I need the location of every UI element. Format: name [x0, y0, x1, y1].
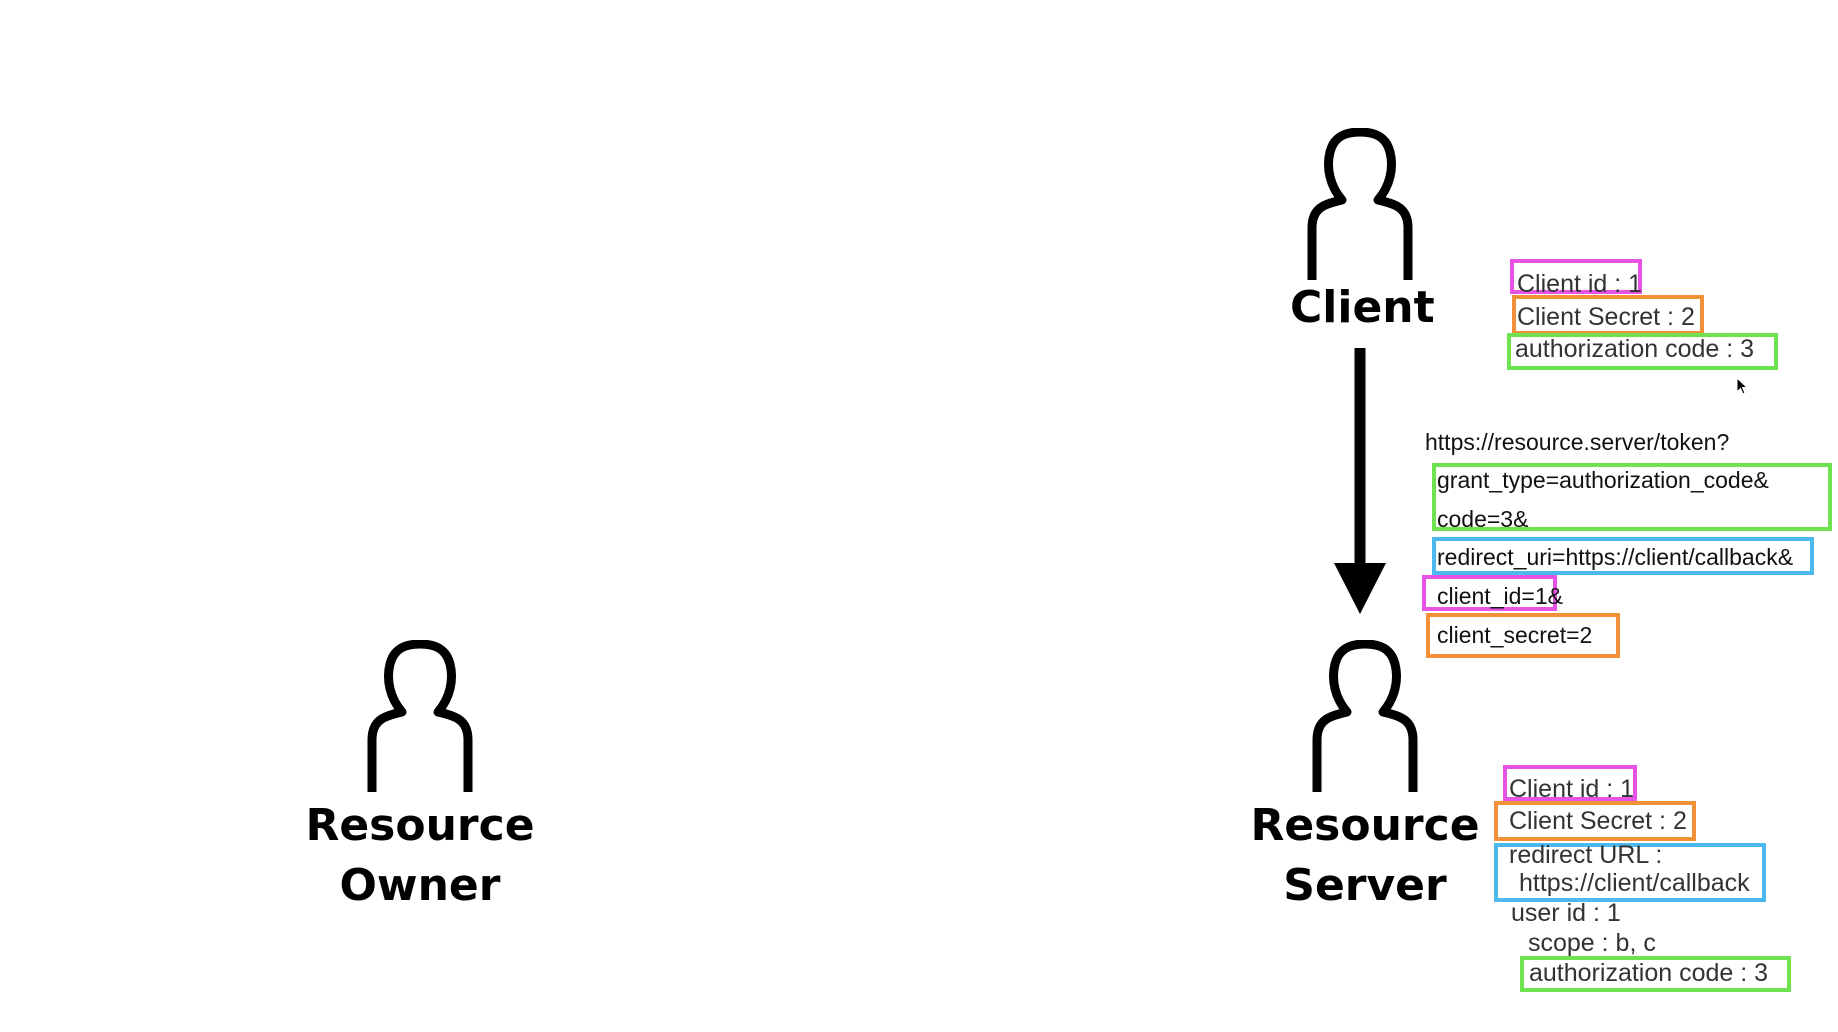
- redirect-uri-text: redirect_uri=https://client/callback&: [1437, 544, 1794, 570]
- grant-type-box: [1432, 463, 1832, 531]
- client-actor: Client: [1290, 128, 1435, 338]
- server-client-id-text: Client id : 1: [1509, 775, 1635, 800]
- person-icon: [1307, 128, 1413, 280]
- server-user-id-text: user id : 1: [1511, 899, 1621, 927]
- client-secret-param-box: [1426, 613, 1620, 658]
- resource-server-label-line-2: Server: [1283, 860, 1447, 911]
- client-auth-code-text: authorization code : 3: [1515, 335, 1755, 363]
- down-arrow-icon: [1334, 348, 1386, 614]
- client-secret-param-text: client_secret=2: [1437, 622, 1593, 648]
- server-redirect-url-box: [1494, 843, 1766, 902]
- server-client-secret-text: Client Secret : 2: [1509, 807, 1687, 835]
- resource-owner-label-line-1: Resource: [305, 800, 535, 851]
- client-id-param-box: [1422, 575, 1557, 611]
- server-redirect-url-value: https://client/callback: [1519, 869, 1750, 897]
- server-scope-text: scope : b, c: [1528, 929, 1656, 957]
- resource-server-label-line-1: Resource: [1250, 800, 1480, 851]
- mouse-cursor-icon: [1736, 377, 1748, 395]
- person-icon: [1312, 640, 1418, 792]
- server-client-id-box: [1503, 765, 1637, 801]
- client-id-text: Client id : 1: [1517, 270, 1643, 293]
- client-label: Client: [1290, 278, 1435, 338]
- client-auth-code-box: [1507, 333, 1778, 370]
- client-label-line: Client: [1290, 282, 1435, 333]
- resource-owner-label-line-2: Owner: [339, 860, 501, 911]
- client-id-param-text: client_id=1&: [1437, 583, 1563, 609]
- code-text: code=3&: [1437, 506, 1529, 532]
- server-auth-code-box: [1520, 956, 1791, 992]
- token-request-url: https://resource.server/token?: [1425, 429, 1730, 455]
- redirect-uri-box: [1432, 537, 1814, 575]
- resource-owner-label: Resource Owner: [300, 796, 540, 916]
- resource-owner-actor: Resource Owner: [300, 640, 540, 916]
- client-secret-text: Client Secret : 2: [1517, 303, 1695, 331]
- person-icon: [367, 640, 473, 792]
- resource-server-label: Resource Server: [1245, 796, 1485, 916]
- client-id-box: [1510, 259, 1642, 294]
- server-auth-code-text: authorization code : 3: [1529, 959, 1769, 987]
- resource-server-actor: Resource Server: [1245, 640, 1485, 916]
- server-redirect-url-label: redirect URL :: [1509, 841, 1663, 864]
- grant-type-text: grant_type=authorization_code&: [1437, 467, 1769, 493]
- server-client-secret-box: [1494, 801, 1696, 841]
